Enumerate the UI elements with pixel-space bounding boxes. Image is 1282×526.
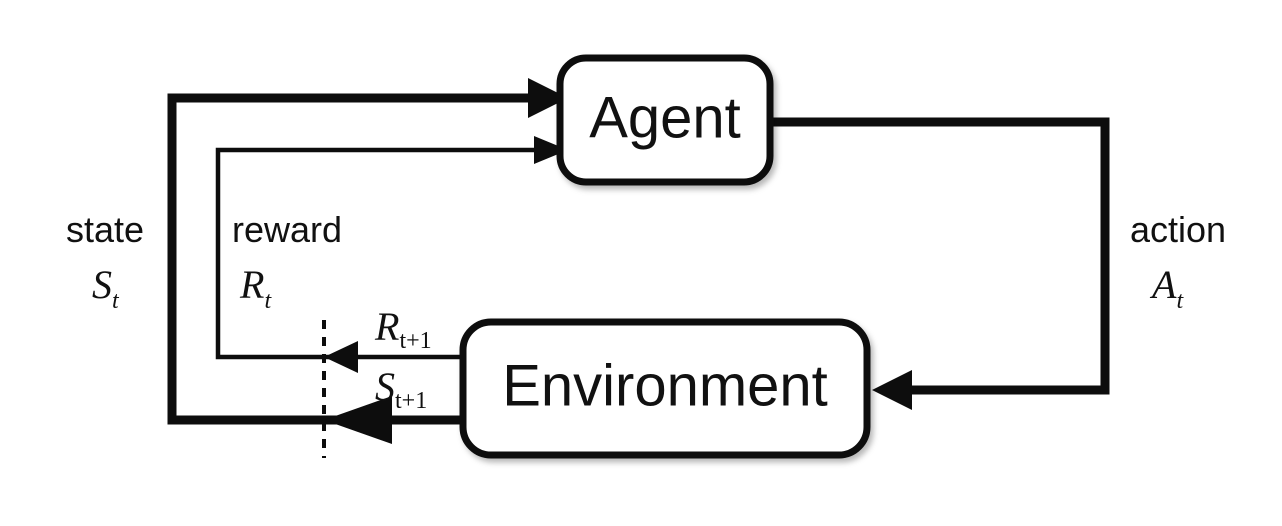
next-reward-subscript: t+1 [399,328,431,354]
state-word: state [66,209,144,250]
state-edge-label: state St [66,209,144,314]
environment-box[interactable] [459,318,871,459]
next-state-edge-label: St+1 [375,364,427,414]
action-word: action [1130,209,1226,250]
action-subscript: t [1176,288,1184,314]
next-state-subscript: t+1 [395,388,427,414]
reward-subscript: t [264,288,272,314]
next-state-arrowhead [324,396,392,444]
state-path [167,93,528,425]
state-connector [167,78,568,425]
state-subscript: t [112,288,120,314]
action-edge-label: action At [1130,209,1226,314]
next-state-symbol-group: St+1 [375,364,427,414]
reward-edge-label: reward Rt [232,209,342,314]
state-symbol: S [92,262,112,307]
next-reward-symbol: R [374,304,399,349]
agent-node[interactable]: Agent [556,54,774,186]
next-reward-edge-label: Rt+1 [374,304,432,354]
next-state-connector [324,396,466,444]
reward-connector [215,136,568,360]
action-symbol-group: At [1149,262,1184,314]
reward-symbol: R [239,262,264,307]
next-reward-connector [324,341,466,373]
agent-label: Agent [589,85,741,150]
action-symbol: A [1149,262,1177,307]
state-symbol-group: St [92,262,120,314]
environment-node[interactable]: Environment [459,318,871,459]
reward-symbol-group: Rt [239,262,272,314]
action-arrowhead [872,370,912,410]
reward-word: reward [232,209,342,250]
reward-path [215,147,534,360]
action-path [766,117,1110,395]
agent-box[interactable] [556,54,774,186]
next-reward-arrowhead [324,341,358,373]
state-arrowhead [528,78,568,118]
next-state-symbol: S [375,364,395,409]
reward-arrowhead [534,136,568,164]
environment-label: Environment [502,353,828,418]
action-connector [766,117,1110,410]
next-reward-symbol-group: Rt+1 [374,304,432,354]
